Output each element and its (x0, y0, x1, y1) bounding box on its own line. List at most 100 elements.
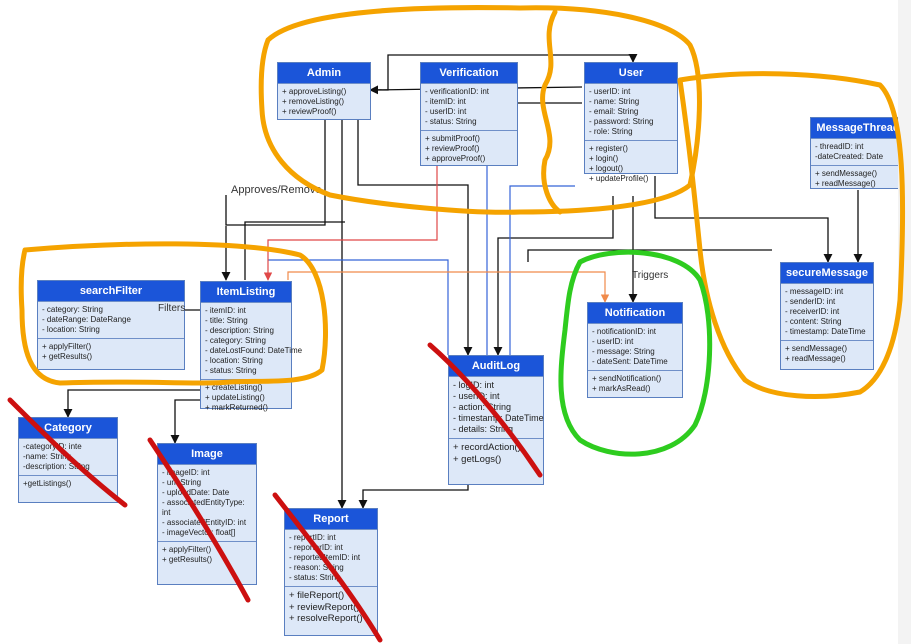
attribute: - userID: int (425, 107, 467, 116)
attribute: - senderID: int (785, 297, 836, 306)
method: + fileReport() (289, 590, 345, 601)
method: + markReturned() (205, 403, 268, 412)
class-image-title: Image (158, 444, 256, 464)
method: + reviewProof() (282, 107, 337, 116)
class-user[interactable]: User - userID: int - name: String - emai… (584, 62, 678, 183)
method: + login() (589, 154, 619, 163)
class-searchfilter-methods: + applyFilter() + getResults() (38, 338, 184, 365)
class-auditlog-title: AuditLog (449, 356, 543, 376)
attribute: -categoryID: inte (23, 442, 82, 451)
class-report[interactable]: Report - reportID: int - reporterID: int… (284, 508, 378, 636)
attribute: - title: String (205, 316, 248, 325)
class-image-attributes: - imageID: int - url: String - uploadDat… (158, 464, 256, 541)
class-notification-title: Notification (588, 303, 682, 323)
method: + reviewProof() (425, 144, 480, 153)
attribute: - status: String (205, 366, 257, 375)
method: + removeListing() (282, 97, 345, 106)
class-securemessage-title: secureMessage (781, 263, 873, 283)
attribute: int (162, 508, 171, 517)
class-category-attributes: -categoryID: inte -name: String -descrip… (19, 438, 117, 475)
attribute: - details: String (453, 424, 514, 434)
attribute: - role: String (589, 127, 633, 136)
method: + updateProfile() (589, 174, 649, 183)
attribute: - threadID: int (815, 142, 864, 151)
attribute: - timestamp: DateTime (453, 413, 544, 423)
method: +getListings() (23, 479, 72, 488)
class-image[interactable]: Image - imageID: int - url: String - upl… (157, 443, 257, 585)
method: + readMessage() (785, 354, 846, 363)
class-itemlisting-title: ItemListing (201, 282, 291, 302)
attribute: - itemID: int (425, 97, 466, 106)
class-category-methods: +getListings() (19, 475, 117, 492)
class-user-title: User (585, 63, 677, 83)
method: + register() (589, 144, 628, 153)
attribute: - timestamp: DateTime (785, 327, 866, 336)
attribute: - status: String (289, 573, 341, 582)
class-category[interactable]: Category -categoryID: inte -name: String… (18, 417, 118, 503)
class-admin[interactable]: Admin + approveListing() + removeListing… (277, 62, 371, 120)
class-verification-title: Verification (421, 63, 517, 83)
label-filters: Filters (158, 303, 186, 314)
attribute: - reporterID: int (289, 543, 343, 552)
method: + recordAction() (453, 442, 521, 453)
class-itemlisting[interactable]: ItemListing - itemID: int - title: Strin… (200, 281, 302, 412)
class-notification[interactable]: Notification - notificationID: int - use… (587, 302, 683, 398)
class-auditlog-methods: + recordAction() + getLogs() (449, 438, 543, 468)
class-admin-methods: + approveListing() + removeListing() + r… (278, 83, 370, 120)
attribute: - dateRange: DateRange (42, 315, 131, 324)
attribute: - status: String (425, 117, 477, 126)
method: + logout() (589, 164, 624, 173)
class-verification[interactable]: Verification - verificationID: int - ite… (420, 62, 518, 166)
class-searchfilter[interactable]: searchFilter - category: String - dateRa… (37, 280, 185, 370)
attribute: -dateCreated: Date (815, 152, 884, 161)
class-securemessage-methods: + sendMessage() + readMessage() (781, 340, 873, 367)
class-notification-methods: + sendNotification() + markAsRead() (588, 370, 682, 397)
method: + applyFilter() (42, 342, 92, 351)
attribute: - associatedEntityType: (162, 498, 245, 507)
class-notification-attributes: - notificationID: int - userID: int - me… (588, 323, 682, 370)
class-securemessage[interactable]: secureMessage - messageID: int - senderI… (780, 262, 874, 370)
class-messagethread-methods: + sendMessage() + readMessage() (811, 165, 905, 192)
class-itemlisting-methods: + createListing() + updateListing() + ma… (201, 379, 291, 416)
attribute: - description: String (205, 326, 274, 335)
class-auditlog-attributes: - logID: int - userID: int - action: Str… (449, 376, 544, 438)
attribute: - userID: int (589, 87, 631, 96)
class-securemessage-attributes: - messageID: int - senderID: int - recei… (781, 283, 873, 340)
class-user-methods: + register() + login() + logout() + upda… (585, 140, 677, 187)
class-messagethread-attributes: - threadID: int -dateCreated: Date (811, 138, 905, 165)
attribute: - message: String (592, 347, 655, 356)
attribute: - associatedEntityID: int (162, 518, 247, 527)
attribute: - userID: int (592, 337, 634, 346)
method: + createListing() (205, 383, 263, 392)
attribute: - uploadDate: Date (162, 488, 230, 497)
class-itemlisting-attributes: - itemID: int - title: String - descript… (201, 302, 302, 379)
method: + submitProof() (425, 134, 480, 143)
attribute: - verificationID: int (425, 87, 490, 96)
method: + sendMessage() (785, 344, 848, 353)
method: + approveProof() (425, 154, 486, 163)
method: + updateListing() (205, 393, 265, 402)
class-messagethread[interactable]: MessageThread - threadID: int -dateCreat… (810, 117, 906, 189)
attribute: - password: String (589, 117, 654, 126)
class-messagethread-title: MessageThread (811, 118, 905, 138)
class-searchfilter-title: searchFilter (38, 281, 184, 301)
method: + reviewReport() (289, 601, 360, 613)
class-user-attributes: - userID: int - name: String - email: St… (585, 83, 677, 140)
attribute: - category: String (205, 336, 266, 345)
class-verification-methods: + submitProof() + reviewProof() + approv… (421, 130, 517, 167)
method: + getResults() (162, 555, 213, 564)
attribute: - reportedItemID: int (289, 553, 361, 562)
method: + approveListing() (282, 87, 347, 96)
attribute: - notificationID: int (592, 327, 657, 336)
class-auditlog[interactable]: AuditLog - logID: int - userID: int - ac… (448, 355, 544, 485)
attribute: - imageVector: float[] (162, 528, 236, 537)
attribute: - name: String (589, 97, 640, 106)
attribute: - location: String (42, 325, 100, 334)
attribute: - email: String (589, 107, 639, 116)
class-admin-title: Admin (278, 63, 370, 83)
method: + sendMessage() (815, 169, 878, 178)
method: + getLogs() (453, 453, 502, 465)
attribute: - userID: int (453, 391, 500, 401)
attribute: -description: String (23, 462, 90, 471)
